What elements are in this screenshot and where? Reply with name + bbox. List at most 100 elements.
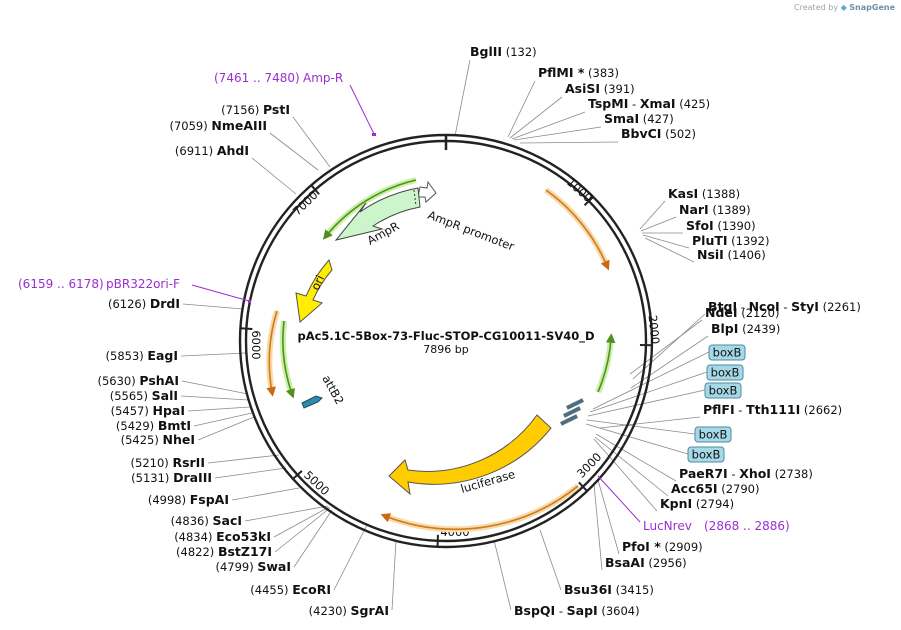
ampr-feature (334, 187, 421, 241)
enzyme-position: - (735, 403, 746, 417)
scale-tick (583, 196, 594, 206)
enzyme-name: BstZ17I (218, 544, 272, 559)
enzyme-name: NcoI (749, 299, 780, 314)
enzyme-label: (5425) NheI (121, 432, 195, 447)
enzyme-name: DrdI (150, 296, 180, 311)
enzyme-leader (269, 132, 319, 171)
primer-name: Amp-R (303, 71, 343, 85)
enzyme-name: FspAI (190, 492, 229, 507)
enzyme-leader (274, 507, 331, 553)
enzyme-leader (519, 141, 619, 144)
enzyme-position: (2738) (771, 467, 813, 481)
ori-label: ori (308, 273, 327, 292)
enzyme-name: XmaI (640, 96, 676, 111)
primer-range: (2868 .. 2886) (704, 519, 790, 533)
boxb-label: boxB (709, 384, 738, 398)
enzyme-label: (4834) Eco53kI (174, 529, 271, 544)
enzyme-name: BmtI (158, 418, 191, 433)
enzyme-label: PfoI * (2909) (622, 539, 703, 554)
scale-tick-label: 3000 (574, 450, 604, 481)
enzyme-leader (594, 436, 669, 497)
enzyme-leader (630, 335, 709, 389)
enzyme-position: (5457) (111, 404, 153, 418)
enzyme-position: (1392) (728, 234, 770, 248)
boxb-label: boxB (692, 448, 721, 462)
enzyme-position: (4455) (250, 583, 292, 597)
enzyme-name: NdeI (705, 305, 738, 320)
enzyme-label: (6911) AhdI (175, 143, 249, 158)
enzyme-position: (4998) (148, 493, 190, 507)
scale-tick-marks (240, 135, 652, 547)
enzyme-name: BbvCI (621, 126, 661, 141)
enzyme-label: (4230) SgrAI (309, 603, 389, 618)
enzyme-position: (391) (600, 82, 635, 96)
enzyme-position: (4230) (309, 604, 351, 618)
enzyme-leader (539, 529, 562, 591)
enzyme-position: (1388) (698, 187, 740, 201)
enzyme-leader (597, 479, 620, 555)
ori-feature (295, 258, 333, 323)
ampr-dotted-boundary (413, 189, 417, 207)
enzyme-position: (4822) (176, 545, 218, 559)
primer-amp-r: (7461 .. 7480) Amp-R (214, 71, 376, 136)
enzyme-leader (639, 200, 666, 230)
enzyme-label: (5131) DraIII (131, 470, 212, 485)
enzyme-position: (3415) (612, 583, 654, 597)
primer-lucnrev: LucNrev (2868 .. 2886) (597, 475, 790, 533)
enzyme-name: XhoI (739, 466, 771, 481)
enzyme-leader (642, 234, 690, 249)
enzyme-leader (593, 483, 603, 571)
enzyme-name: SapI (567, 603, 598, 618)
enzyme-label: TspMI - XmaI (425) (588, 96, 710, 111)
primer-range: (7461 .. 7480) (214, 71, 300, 85)
enzyme-name: NmeAIII (211, 118, 267, 133)
enzyme-name: PflMI * (538, 65, 585, 80)
enzyme-label: (7059) NmeAIII (170, 118, 268, 133)
enzyme-name: SfoI (686, 218, 714, 233)
enzyme-name: PfoI * (622, 539, 661, 554)
credit-brand: SnapGene (849, 3, 895, 12)
enzyme-position: (502) (661, 127, 696, 141)
enzyme-label: BlpI (2439) (711, 321, 780, 336)
enzyme-leader (507, 80, 536, 138)
enzyme-label: SfoI (1390) (686, 218, 756, 233)
boxb-leader (585, 423, 689, 455)
enzyme-label: BspQI - SapI (3604) (514, 603, 640, 618)
enzyme-position: (383) (584, 66, 619, 80)
enzyme-leader (207, 454, 280, 464)
enzyme-label: (5565) SalI (110, 388, 178, 403)
orf-arc-top-left-green-core (322, 179, 417, 240)
scale-tick (240, 327, 253, 330)
enzyme-name: EcoRI (292, 582, 331, 597)
enzyme-position: - (555, 604, 566, 618)
boxb-leader (586, 419, 696, 435)
enzyme-leader (214, 467, 287, 479)
enzyme-leader (511, 111, 586, 140)
enzyme-name: BtgI (708, 299, 737, 314)
enzyme-position: (2909) (661, 540, 703, 554)
enzyme-position: (1406) (724, 248, 766, 262)
enzyme-position: (7156) (221, 103, 263, 117)
enzyme-leader (493, 539, 512, 611)
enzyme-position: (2439) (738, 322, 780, 336)
enzyme-leader (181, 380, 249, 395)
enzyme-position: - (728, 467, 739, 481)
primer-leader (349, 84, 375, 135)
enzyme-name: PaeR7I (679, 466, 728, 481)
enzyme-leader (599, 416, 701, 429)
enzyme-label: KasI (1388) (668, 186, 740, 201)
primer-leader (597, 475, 641, 523)
orf-arc-left-orange-core (266, 310, 278, 397)
enzyme-position: (5429) (116, 419, 158, 433)
enzyme-position: (2120) (738, 306, 780, 320)
enzyme-position: (4834) (174, 530, 216, 544)
enzyme-leader (197, 416, 255, 441)
boxb-label-box (694, 426, 732, 443)
orf-arc-bottom-core (380, 485, 579, 530)
scale-tick-label: 6000 (249, 330, 263, 359)
enzyme-position: (2956) (645, 556, 687, 570)
boxb-site-mark (563, 406, 581, 418)
enzyme-label: (5853) EagI (106, 348, 178, 363)
boxb-label-box (708, 344, 746, 361)
